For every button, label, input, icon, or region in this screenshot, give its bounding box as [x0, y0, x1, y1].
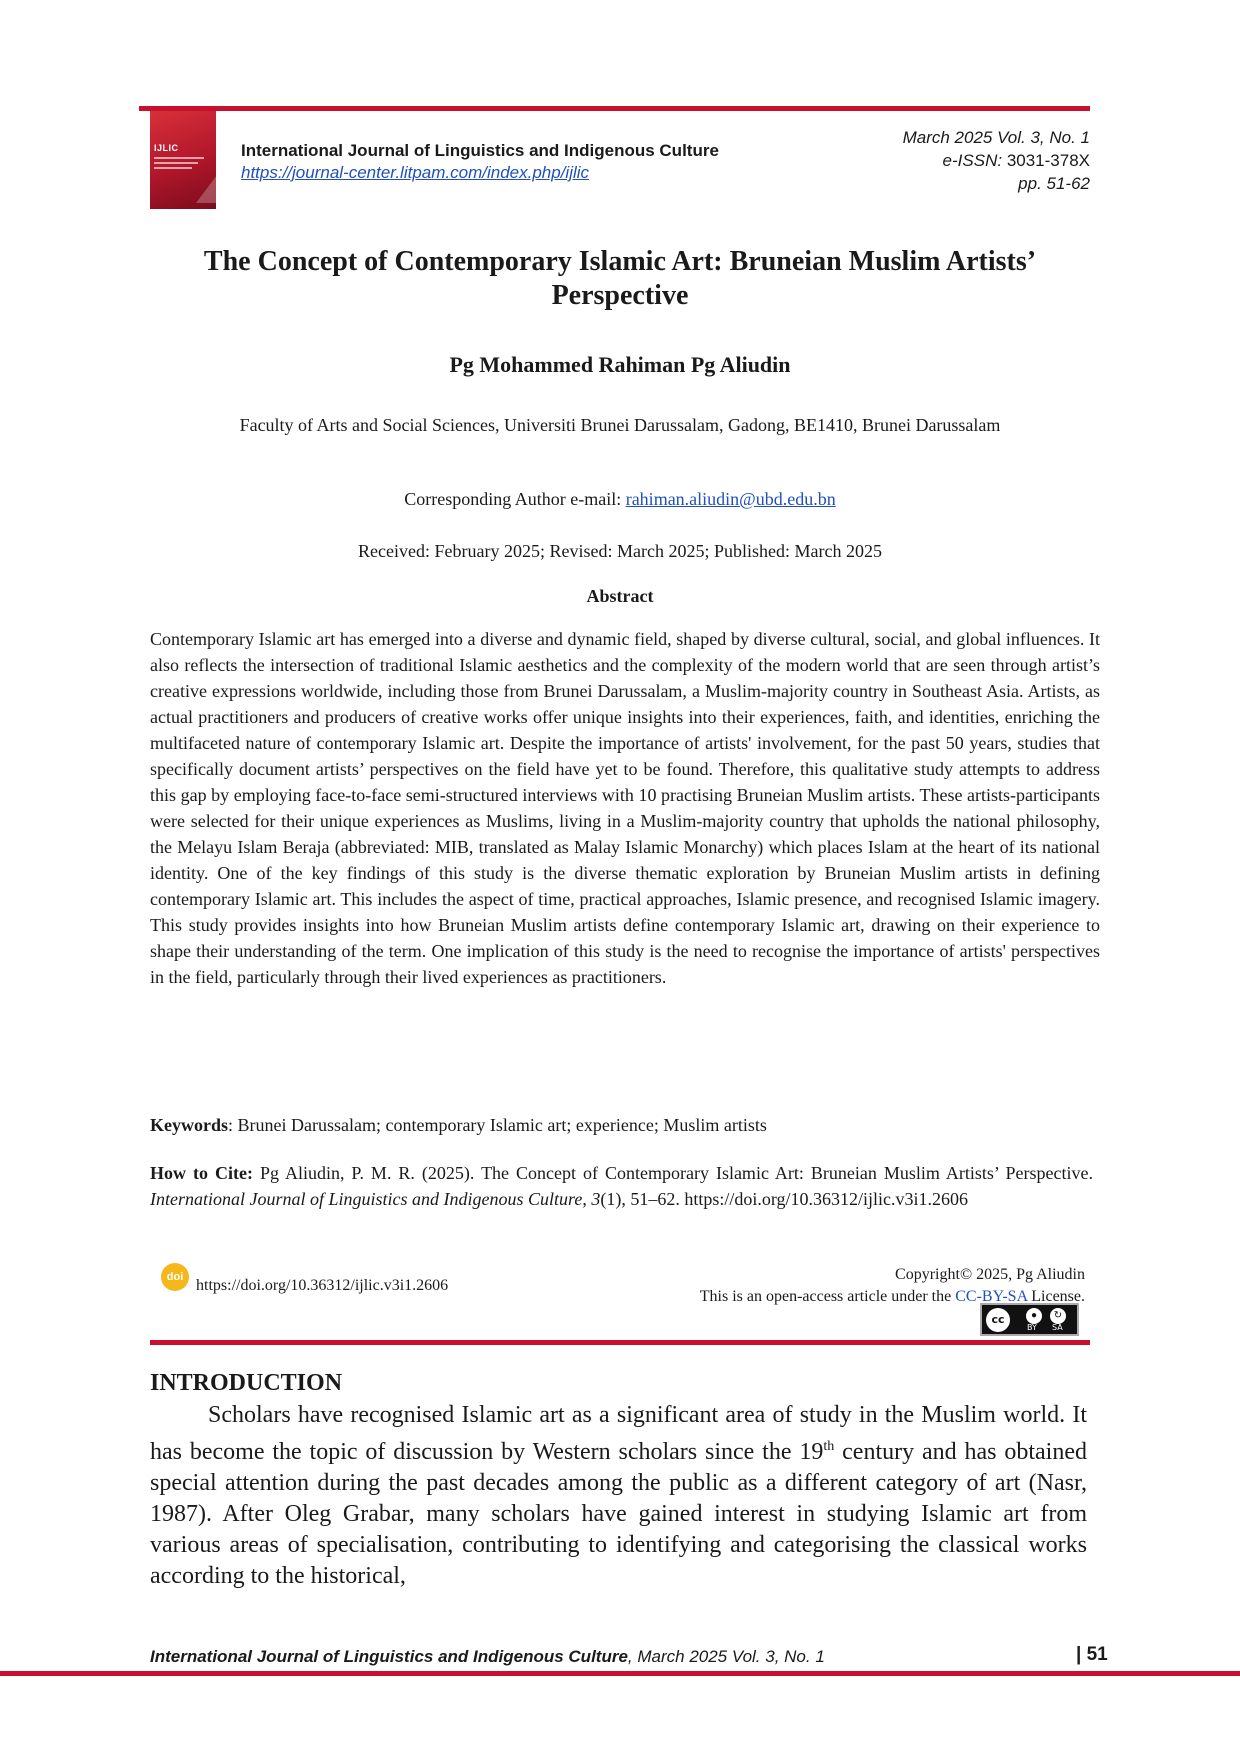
- issue-info: March 2025 Vol. 3, No. 1: [902, 128, 1090, 147]
- introduction-heading: INTRODUCTION: [150, 1370, 343, 1396]
- doi-link[interactable]: https://doi.org/10.36312/ijlic.v3i1.2606: [196, 1277, 449, 1294]
- introduction-paragraph: Scholars have recognised Islamic art as …: [150, 1400, 1087, 1592]
- abstract-text: Contemporary Islamic art has emerged int…: [150, 629, 1100, 987]
- page-number: | 51: [1076, 1644, 1108, 1666]
- intro-text-a: Scholars have recognised Islamic art as …: [150, 1402, 1087, 1465]
- journal-url-link[interactable]: https://journal-center.litpam.com/index.…: [241, 163, 590, 182]
- cover-line: [154, 162, 198, 164]
- cite-volume: 3: [591, 1189, 601, 1209]
- header-top-rule: [139, 106, 1090, 111]
- page-number-value: 51: [1086, 1644, 1108, 1665]
- intro-text-b: century and has obtained special attenti…: [150, 1439, 1087, 1589]
- footer-journal-name: International Journal of Linguistics and…: [150, 1647, 628, 1666]
- license-prefix: This is an open-access article under the: [699, 1288, 956, 1305]
- corresponding-author: Corresponding Author e-mail: rahiman.ali…: [150, 489, 1090, 510]
- cover-decoration: [196, 163, 216, 203]
- author-affiliation: Faculty of Arts and Social Sciences, Uni…: [239, 415, 1001, 435]
- issn-value: 3031-378X: [1006, 151, 1090, 170]
- cc-by-sa-license-icon[interactable]: cc ● ↻ BY SA: [980, 1303, 1079, 1336]
- article-title: The Concept of Contemporary Islamic Art:…: [203, 246, 1037, 311]
- share-alike-icon: ↻: [1050, 1308, 1066, 1324]
- author-name: Pg Mohammed Rahiman Pg Aliudin: [449, 352, 791, 377]
- article-dates: Received: February 2025; Revised: March …: [358, 541, 882, 561]
- cover-line: [154, 167, 192, 169]
- journal-cover-thumbnail: IJLIC: [150, 111, 216, 209]
- license-suffix: License.: [1027, 1288, 1085, 1305]
- issn-label: e-ISSN:: [942, 151, 1003, 170]
- cite-tail: (1), 51–62. https://doi.org/10.36312/ijl…: [600, 1189, 968, 1209]
- corresponding-label: Corresponding Author e-mail:: [404, 489, 622, 509]
- doi-icon: doi: [161, 1263, 189, 1291]
- intro-superscript: th: [823, 1439, 835, 1454]
- keywords-label: Keywords: [150, 1115, 228, 1135]
- corresponding-email-link[interactable]: rahiman.aliudin@ubd.edu.bn: [625, 489, 836, 509]
- abstract-heading: Abstract: [586, 586, 654, 606]
- footer-issue: , March 2025 Vol. 3, No. 1: [627, 1647, 825, 1666]
- cite-label: How to Cite:: [150, 1163, 253, 1183]
- cover-logo-text: IJLIC: [154, 143, 179, 153]
- issn-info: e-ISSN: 3031-378X: [943, 149, 1090, 172]
- keywords-text: : Brunei Darussalam; contemporary Islami…: [228, 1115, 767, 1135]
- cite-separator: ,: [582, 1189, 592, 1209]
- attribution-icon: ●: [1026, 1308, 1042, 1324]
- page-separator: |: [1076, 1644, 1082, 1665]
- keywords: Keywords: Brunei Darussalam; contemporar…: [150, 1115, 1100, 1136]
- cite-journal: International Journal of Linguistics and…: [150, 1189, 583, 1209]
- by-label: BY: [1027, 1323, 1037, 1332]
- cc-icon: cc: [986, 1308, 1010, 1332]
- footer-journal-info: International Journal of Linguistics and…: [150, 1647, 825, 1667]
- cover-line: [154, 157, 204, 159]
- page-range: pp. 51-62: [1018, 174, 1090, 193]
- license-block: Copyright© 2025, Pg Aliudin This is an o…: [700, 1264, 1085, 1308]
- footer-rule: [0, 1671, 1240, 1676]
- license-link[interactable]: CC-BY-SA: [955, 1288, 1028, 1305]
- license-text: This is an open-access article under the…: [700, 1286, 1085, 1308]
- introduction-body: Scholars have recognised Islamic art as …: [150, 1400, 1087, 1592]
- how-to-cite: How to Cite: Pg Aliudin, P. M. R. (2025)…: [150, 1160, 1093, 1212]
- cite-text: Pg Aliudin, P. M. R. (2025). The Concept…: [252, 1163, 1093, 1183]
- journal-name: International Journal of Linguistics and…: [241, 141, 719, 160]
- copyright-text: Copyright© 2025, Pg Aliudin: [895, 1266, 1085, 1283]
- section-divider-rule: [150, 1340, 1090, 1345]
- sa-label: SA: [1052, 1323, 1063, 1332]
